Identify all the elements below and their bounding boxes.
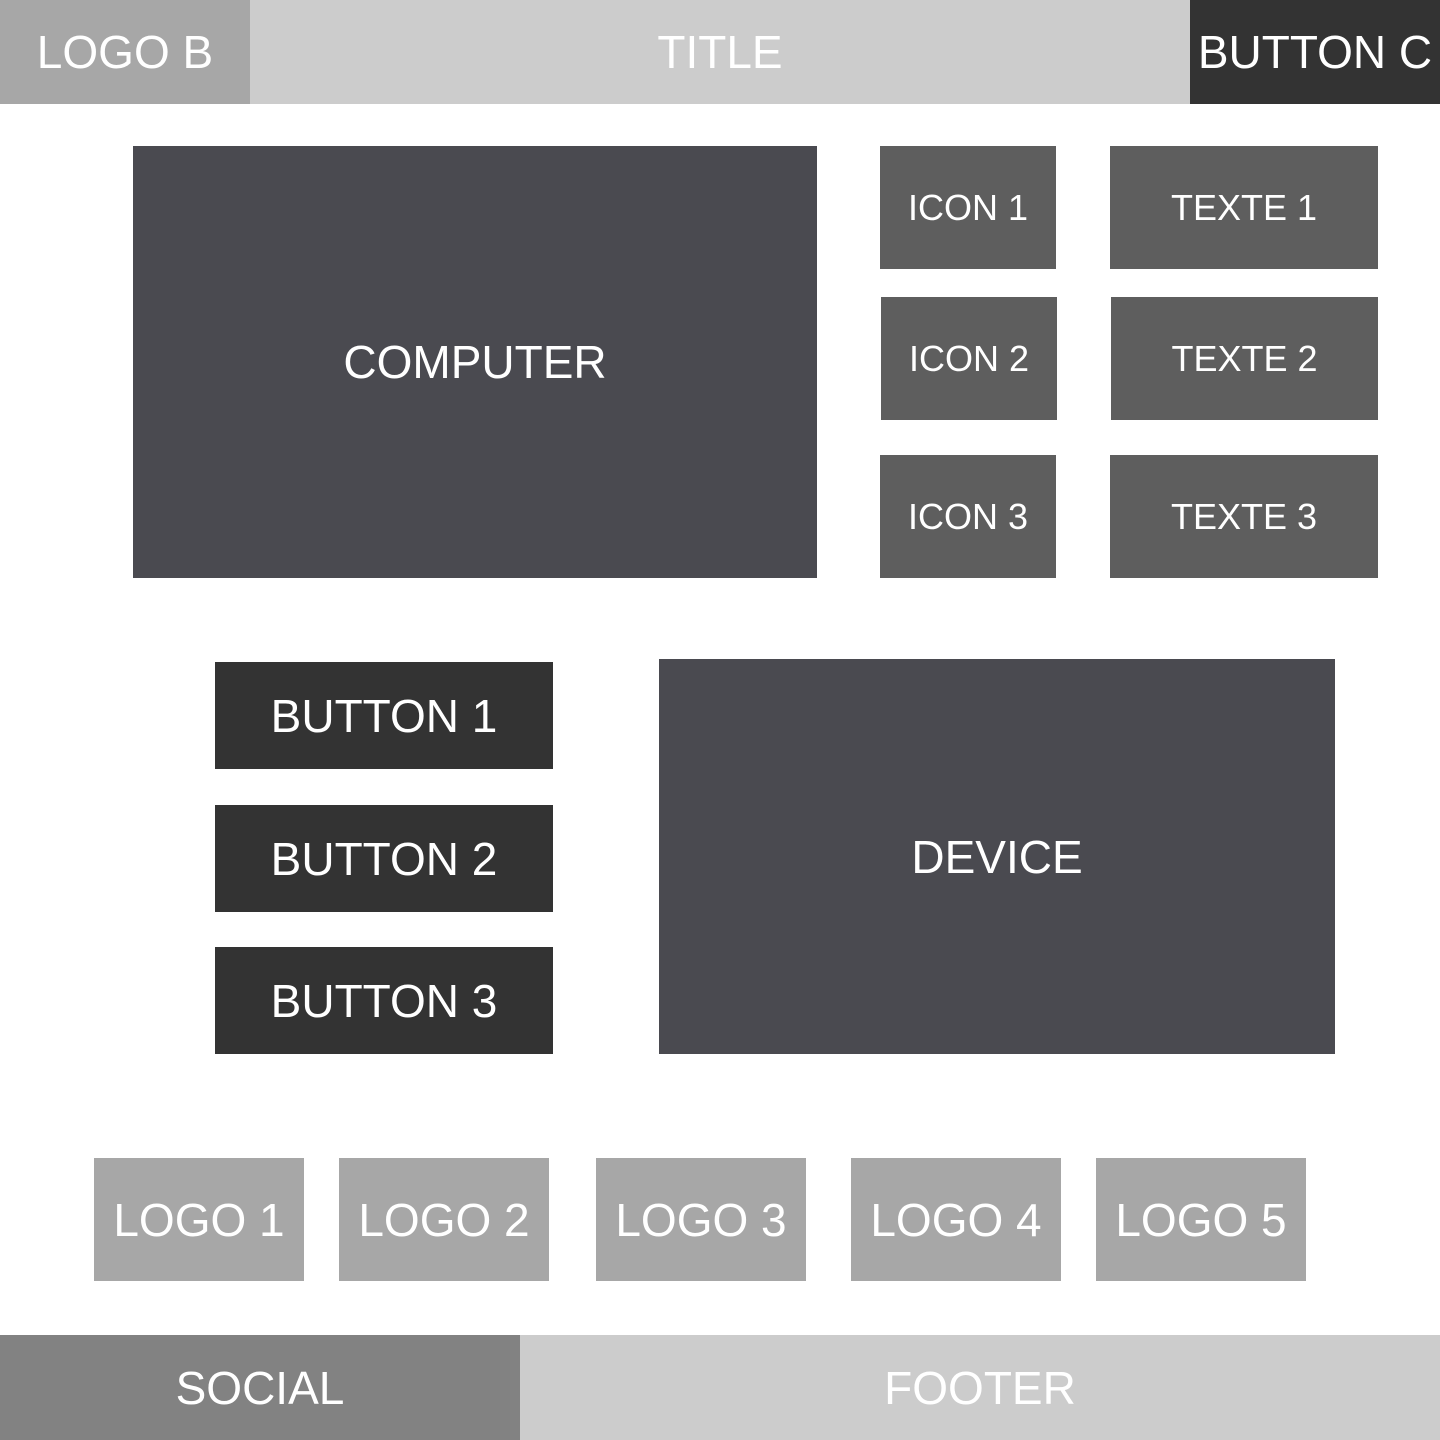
action-button-2[interactable]: BUTTON 2: [215, 805, 553, 912]
computer-image: COMPUTER: [133, 146, 817, 578]
device-image: DEVICE: [659, 659, 1335, 1054]
partner-logo-2[interactable]: LOGO 2: [339, 1158, 549, 1281]
feature-icon-1: ICON 1: [880, 146, 1056, 269]
feature-text-1: TEXTE 1: [1110, 146, 1378, 269]
partner-logo-4[interactable]: LOGO 4: [851, 1158, 1061, 1281]
feature-icon-2: ICON 2: [881, 297, 1057, 420]
action-button-1[interactable]: BUTTON 1: [215, 662, 553, 769]
partner-logo-5[interactable]: LOGO 5: [1096, 1158, 1306, 1281]
header-logo[interactable]: LOGO B: [0, 0, 250, 104]
partner-logo-3[interactable]: LOGO 3: [596, 1158, 806, 1281]
feature-text-2: TEXTE 2: [1111, 297, 1378, 420]
feature-icon-3: ICON 3: [880, 455, 1056, 578]
page-footer: FOOTER: [520, 1335, 1440, 1440]
feature-text-3: TEXTE 3: [1110, 455, 1378, 578]
header-button[interactable]: BUTTON C: [1190, 0, 1440, 104]
action-button-3[interactable]: BUTTON 3: [215, 947, 553, 1054]
page-title: TITLE: [250, 0, 1190, 104]
social-links[interactable]: SOCIAL: [0, 1335, 520, 1440]
partner-logo-1[interactable]: LOGO 1: [94, 1158, 304, 1281]
